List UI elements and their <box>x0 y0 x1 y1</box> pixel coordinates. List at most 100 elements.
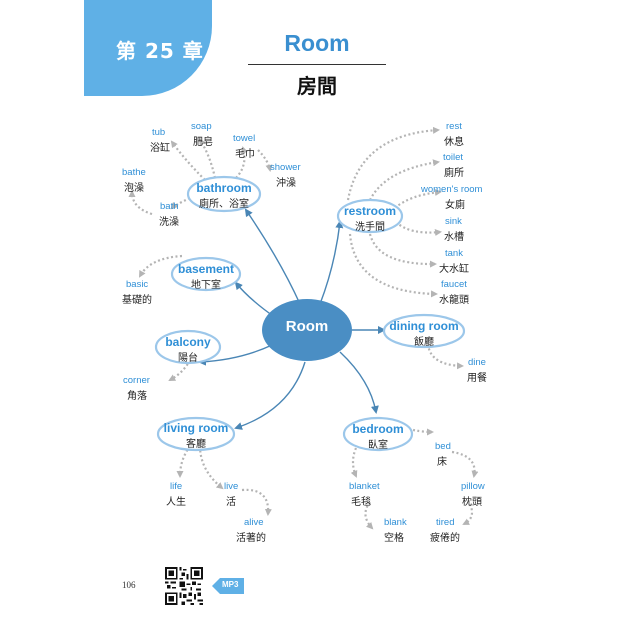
dot-bedroom-blanket <box>350 447 358 478</box>
leaf-toilet-en: toilet <box>443 152 464 163</box>
leaf-sink-zh: 水槽 <box>444 232 464 243</box>
leaf-corner-zh: 角落 <box>127 391 147 402</box>
leaf-soap-zh: 肥皂 <box>193 137 213 148</box>
leaf-pillow-zh: 枕頭 <box>462 497 482 508</box>
leaf-corner-en: corner <box>123 375 150 386</box>
leaf-bathe-zh: 泡澡 <box>124 183 144 194</box>
dot-living-live <box>198 445 224 490</box>
bedroom-oval <box>342 416 414 452</box>
dotted-arrows <box>128 126 479 530</box>
leaf-womens-room-zh: 女廁 <box>445 200 465 211</box>
leaf-alive-zh: 活著的 <box>236 533 266 544</box>
dot-bathroom-soap <box>198 138 217 179</box>
leaf-dine-zh: 用餐 <box>467 373 487 384</box>
dot-bath-bathe <box>128 190 153 216</box>
leaf-shower-zh: 沖澡 <box>276 178 296 189</box>
leaf-towel-en: towel <box>233 133 256 144</box>
leaf-life-en: life <box>170 481 183 492</box>
arrow-to-balcony <box>198 344 273 366</box>
leaf-womens-room-en: women's room <box>421 184 483 195</box>
leaf-toilet-zh: 廁所 <box>444 168 464 179</box>
node-dining-room-zh: 飯廳 <box>414 337 434 348</box>
bathroom-oval <box>186 175 262 213</box>
leaf-tub-zh: 浴缸 <box>150 143 170 154</box>
page-number: 106 <box>122 580 136 590</box>
balcony-oval <box>154 329 222 365</box>
leaf-bath-en: bath <box>160 201 179 212</box>
dot-bathroom-tub <box>170 140 206 181</box>
leaf-faucet-en: faucet <box>441 279 467 290</box>
leaf-shower-en: shower <box>270 162 301 173</box>
node-restroom-en: restroom <box>343 204 396 218</box>
leaf-blanket-zh: 毛毯 <box>351 497 371 508</box>
node-living-room-zh: 客廳 <box>186 439 206 450</box>
leaf-bathe-en: bathe <box>122 167 146 178</box>
node-bedroom-zh: 臥室 <box>368 440 388 451</box>
dot-bedroom-bed <box>403 426 434 436</box>
leaf-sink-en: sink <box>445 216 462 227</box>
living-room-oval <box>156 416 236 452</box>
arrow-to-bathroom <box>244 208 301 305</box>
leaf-rest-en: rest <box>446 121 462 132</box>
leaf-bath-zh: 洗澡 <box>159 217 179 228</box>
leaf-soap-en: soap <box>191 121 212 132</box>
title-english: Room <box>284 30 350 56</box>
node-balcony-en: balcony <box>165 335 211 349</box>
arrow-to-bedroom <box>339 351 379 414</box>
node-basement-zh: 地下室 <box>191 280 221 291</box>
qr-code-icon[interactable] <box>165 567 203 605</box>
chapter-label: 第 25 章 <box>116 39 204 63</box>
leaf-blank-zh: 空格 <box>384 533 404 544</box>
leaf-dine-en: dine <box>468 357 486 368</box>
dining-room-oval <box>382 313 466 349</box>
dot-restroom-rest <box>346 126 440 201</box>
arrow-to-living-room <box>234 361 306 430</box>
node-basement-en: basement <box>177 262 235 276</box>
leaf-blank-en: blank <box>384 517 407 528</box>
node-ovals <box>154 175 466 452</box>
dot-restroom-faucet <box>348 233 438 298</box>
leaf-tank-zh: 大水缸 <box>439 264 469 275</box>
dot-blanket-blank <box>364 501 374 530</box>
leaf-faucet-zh: 水龍頭 <box>439 295 469 306</box>
leaf-towel-zh: 毛巾 <box>235 149 255 160</box>
dot-basement-basic <box>139 254 183 278</box>
title-chinese: 房間 <box>297 74 337 98</box>
leaf-live-zh: 活 <box>226 497 236 508</box>
leaf-basic-zh: 基礎的 <box>122 295 152 306</box>
center-node-label: Room <box>285 318 329 335</box>
dot-bed-pillow <box>451 450 479 478</box>
dot-towel-shower <box>257 149 273 172</box>
leaf-alive-en: alive <box>244 517 264 528</box>
mp3-label[interactable]: MP3 <box>222 580 239 589</box>
leaf-live-en: live <box>224 481 239 492</box>
leaf-life-zh: 人生 <box>166 497 186 508</box>
center-oval <box>262 299 352 361</box>
leaf-tank-en: tank <box>445 248 463 259</box>
dot-restroom-sink <box>395 221 442 236</box>
node-balcony-zh: 陽台 <box>178 353 198 364</box>
dot-restroom-tank <box>368 233 437 268</box>
dot-bathroom-bath <box>170 197 191 210</box>
leaf-tub-en: tub <box>152 127 166 138</box>
leaf-tired-en: tired <box>436 517 455 528</box>
leaf-rest-zh: 休息 <box>444 137 464 148</box>
restroom-oval <box>336 198 404 234</box>
leaf-bed-zh: 床 <box>437 457 447 468</box>
node-restroom-zh: 洗手間 <box>355 222 385 233</box>
node-living-room-en: living room <box>163 421 229 435</box>
title-divider <box>248 64 386 65</box>
node-bathroom-en: bathroom <box>196 181 252 195</box>
mp3-tag-shape <box>212 578 244 594</box>
dot-dining-dine <box>426 343 464 370</box>
leaf-blanket-en: blanket <box>349 481 380 492</box>
node-bathroom-zh: 廁所、浴室 <box>199 199 249 210</box>
arrow-to-restroom <box>319 220 344 305</box>
leaf-tired-zh: 疲倦的 <box>430 533 460 544</box>
leaf-bed-en: bed <box>435 441 451 452</box>
leaf-pillow-en: pillow <box>461 481 485 492</box>
basement-oval <box>170 256 242 292</box>
dot-live-alive <box>241 488 272 516</box>
